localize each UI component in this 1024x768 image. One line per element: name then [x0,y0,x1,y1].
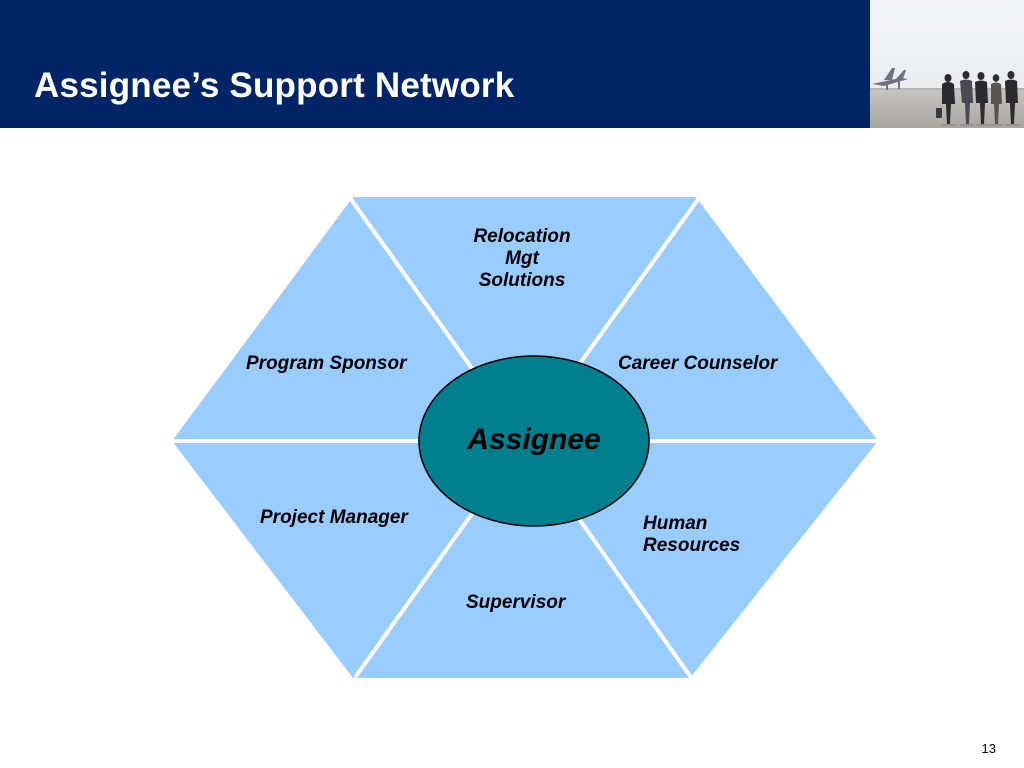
segment-label-line: Mgt [505,248,539,269]
center-node [418,355,650,527]
segment-lower-left [172,441,524,678]
header-bar: Assignee’s Support Network [0,0,870,128]
segment-label-line: Solutions [478,270,566,291]
segment-top [353,197,696,441]
segment-label-line: Resources [643,535,741,556]
airport-travelers-image [870,0,1024,128]
segment-label-relocation: Relocation Mgt Solutions [440,226,604,292]
segment-label-program-sponsor: Program Sponsor [246,353,407,374]
slide-title: Assignee’s Support Network [34,66,515,105]
segment-label-human-resources: Human Resources [643,513,740,557]
segment-label-line: Relocation [473,226,571,247]
segment-label-supervisor: Supervisor [466,592,566,613]
center-label: Assignee [467,423,601,456]
segment-label-career-counselor: Career Counselor [618,353,778,374]
page-number: 13 [981,741,996,756]
header-photo [870,0,1024,128]
segment-bottom [353,441,690,678]
segment-label-project-manager: Project Manager [260,507,408,528]
segment-upper-left [172,197,524,441]
segment-label-line: Human [643,513,708,534]
